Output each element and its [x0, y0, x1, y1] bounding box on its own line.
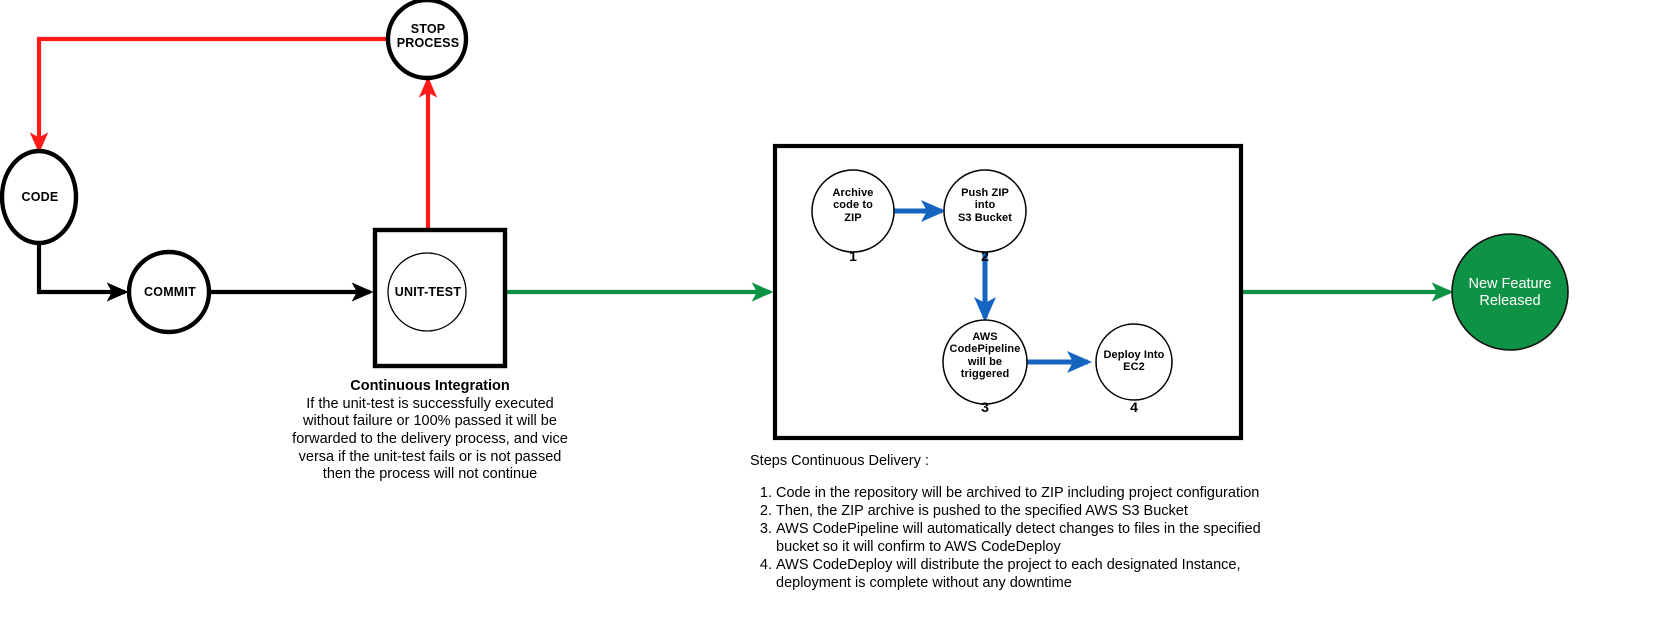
cd-steps-heading: Steps Continuous Delivery :: [750, 453, 929, 469]
continuous-integration-caption: Continuous Integration If the unit-test …: [290, 378, 570, 484]
node-code[interactable]: [0, 148, 79, 246]
node-new-feature-released[interactable]: [1451, 233, 1569, 351]
node-deploy-into-ec2-number: 4: [1130, 399, 1138, 415]
cd-steps-list: Code in the repository will be archived …: [750, 485, 1306, 593]
edge-stop-process-to-code: [29, 36, 388, 154]
edge-code-to-commit: [36, 240, 129, 302]
node-stop-process[interactable]: [385, 0, 469, 81]
node-aws-codepipeline-triggered-number: 3: [981, 399, 989, 415]
node-new-feature-released-label: New Feature Released: [1468, 276, 1552, 310]
list-item: Code in the repository will be archived …: [776, 485, 1306, 503]
node-archive-code-to-zip[interactable]: [811, 169, 895, 253]
node-unit-test[interactable]: [387, 252, 467, 332]
continuous-integration-body: If the unit-test is successfully execute…: [292, 395, 568, 483]
list-item: AWS CodeDeploy will distribute the proje…: [776, 557, 1306, 592]
node-push-zip-into-s3-bucket-number: 2: [981, 248, 989, 264]
node-archive-code-to-zip-number: 1: [849, 248, 857, 264]
node-deploy-into-ec2[interactable]: [1095, 323, 1173, 401]
continuous-integration-title: Continuous Integration: [350, 378, 510, 394]
node-push-zip-into-s3-bucket[interactable]: [943, 169, 1027, 253]
node-commit[interactable]: [126, 249, 212, 335]
list-item: AWS CodePipeline will automatically dete…: [776, 521, 1306, 556]
node-aws-codepipeline-triggered[interactable]: [942, 319, 1028, 405]
list-item: Then, the ZIP archive is pushed to the s…: [776, 503, 1306, 521]
